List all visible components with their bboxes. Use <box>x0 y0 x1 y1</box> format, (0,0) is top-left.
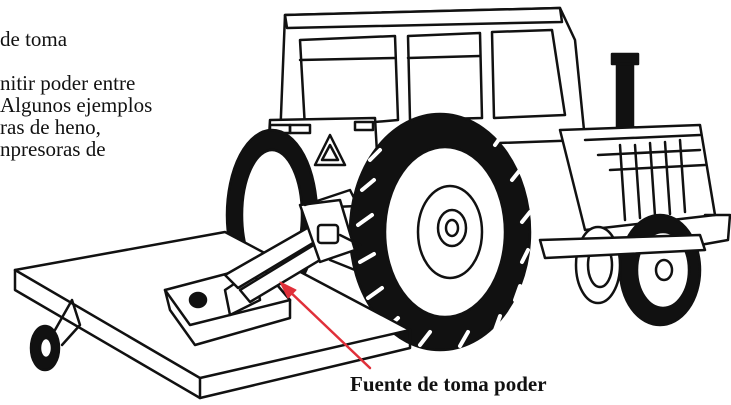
pto-callout-label: Fuente de toma poder <box>350 372 547 396</box>
text-line: ras de heno, <box>0 115 101 139</box>
front-wheel <box>618 213 702 327</box>
rear-right-wheel <box>348 112 532 352</box>
body-text: de toma nitir poder entre Algunos ejempl… <box>0 28 240 160</box>
text-line: Algunos ejemplos <box>0 93 153 117</box>
text-line: nitir poder entre <box>0 71 136 95</box>
text-line: npresoras de <box>0 137 106 161</box>
tractor-cab <box>278 6 587 152</box>
text-line: de toma <box>0 27 68 51</box>
tractor-hood <box>558 123 731 247</box>
pto-arrow <box>279 281 372 370</box>
pto-driveshaft <box>223 188 362 304</box>
